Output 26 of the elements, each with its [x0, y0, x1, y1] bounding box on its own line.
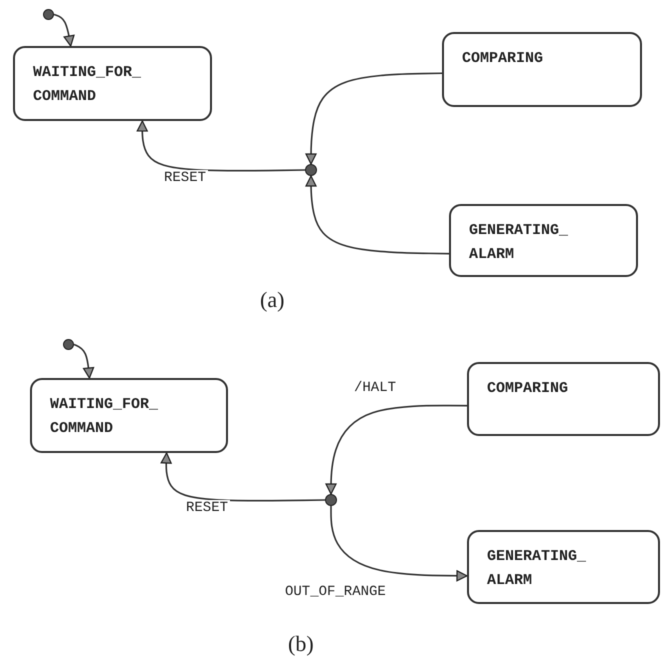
state-name: GENERATING_ ALARM [469, 221, 570, 265]
transition-arrow [136, 120, 306, 172]
state-box [442, 32, 642, 107]
state-dot [43, 9, 54, 20]
state-box [449, 204, 638, 277]
transition-arrow [325, 404, 467, 495]
state-name: GENERATING_ ALARM [487, 547, 588, 591]
panel-caption: (b) [288, 632, 314, 656]
transition-arrow [54, 14, 75, 47]
transition-arrow [160, 452, 326, 502]
state-dot [63, 339, 74, 350]
transition-arrow [74, 344, 94, 379]
state-box [467, 530, 660, 604]
state-name: COMPARING [487, 379, 570, 399]
state-dot [325, 494, 337, 506]
state-box [30, 378, 228, 453]
state-dot [305, 164, 317, 176]
state-box [467, 362, 660, 436]
state-name: COMPARING [462, 49, 544, 69]
transition-arrow [305, 72, 442, 165]
transition-arrow [305, 175, 450, 254]
panel-caption: (a) [260, 288, 284, 312]
transition-arrow [330, 506, 468, 582]
state-name: WAITING_FOR_ COMMAND [50, 395, 160, 439]
state-name: WAITING_FOR_ COMMAND [33, 63, 142, 107]
state-box [13, 46, 212, 121]
